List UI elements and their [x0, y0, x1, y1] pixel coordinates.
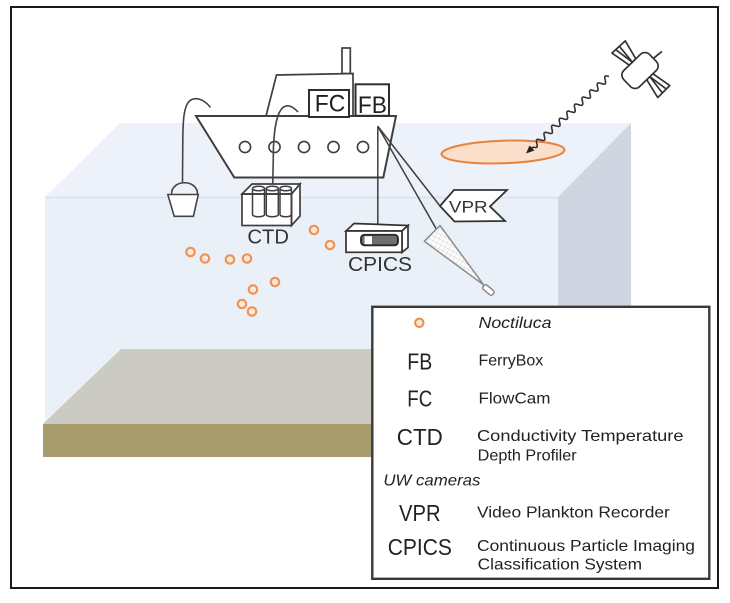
svg-text:Video Plankton Recorder: Video Plankton Recorder: [477, 505, 671, 522]
svg-text:FerryBox: FerryBox: [479, 353, 544, 370]
svg-text:FC: FC: [315, 91, 346, 118]
svg-text:VPR: VPR: [399, 500, 441, 526]
svg-text:FB: FB: [407, 349, 432, 375]
svg-text:FlowCam: FlowCam: [479, 391, 551, 408]
svg-text:FB: FB: [358, 92, 387, 119]
svg-text:Continuous Particle Imaging: Continuous Particle Imaging: [477, 538, 695, 555]
svg-text:Depth Profiler: Depth Profiler: [478, 448, 578, 465]
svg-text:CPICS: CPICS: [348, 254, 412, 276]
svg-text:UW cameras: UW cameras: [383, 473, 480, 490]
svg-text:Classification System: Classification System: [478, 557, 642, 574]
svg-text:Conductivity Temperature: Conductivity Temperature: [477, 428, 684, 445]
svg-text:CTD: CTD: [247, 227, 289, 249]
svg-text:VPR: VPR: [449, 198, 488, 217]
svg-text:CTD: CTD: [397, 424, 443, 450]
svg-text:FC: FC: [407, 386, 432, 412]
svg-text:CPICS: CPICS: [388, 534, 452, 560]
svg-text:Noctiluca: Noctiluca: [479, 315, 552, 332]
